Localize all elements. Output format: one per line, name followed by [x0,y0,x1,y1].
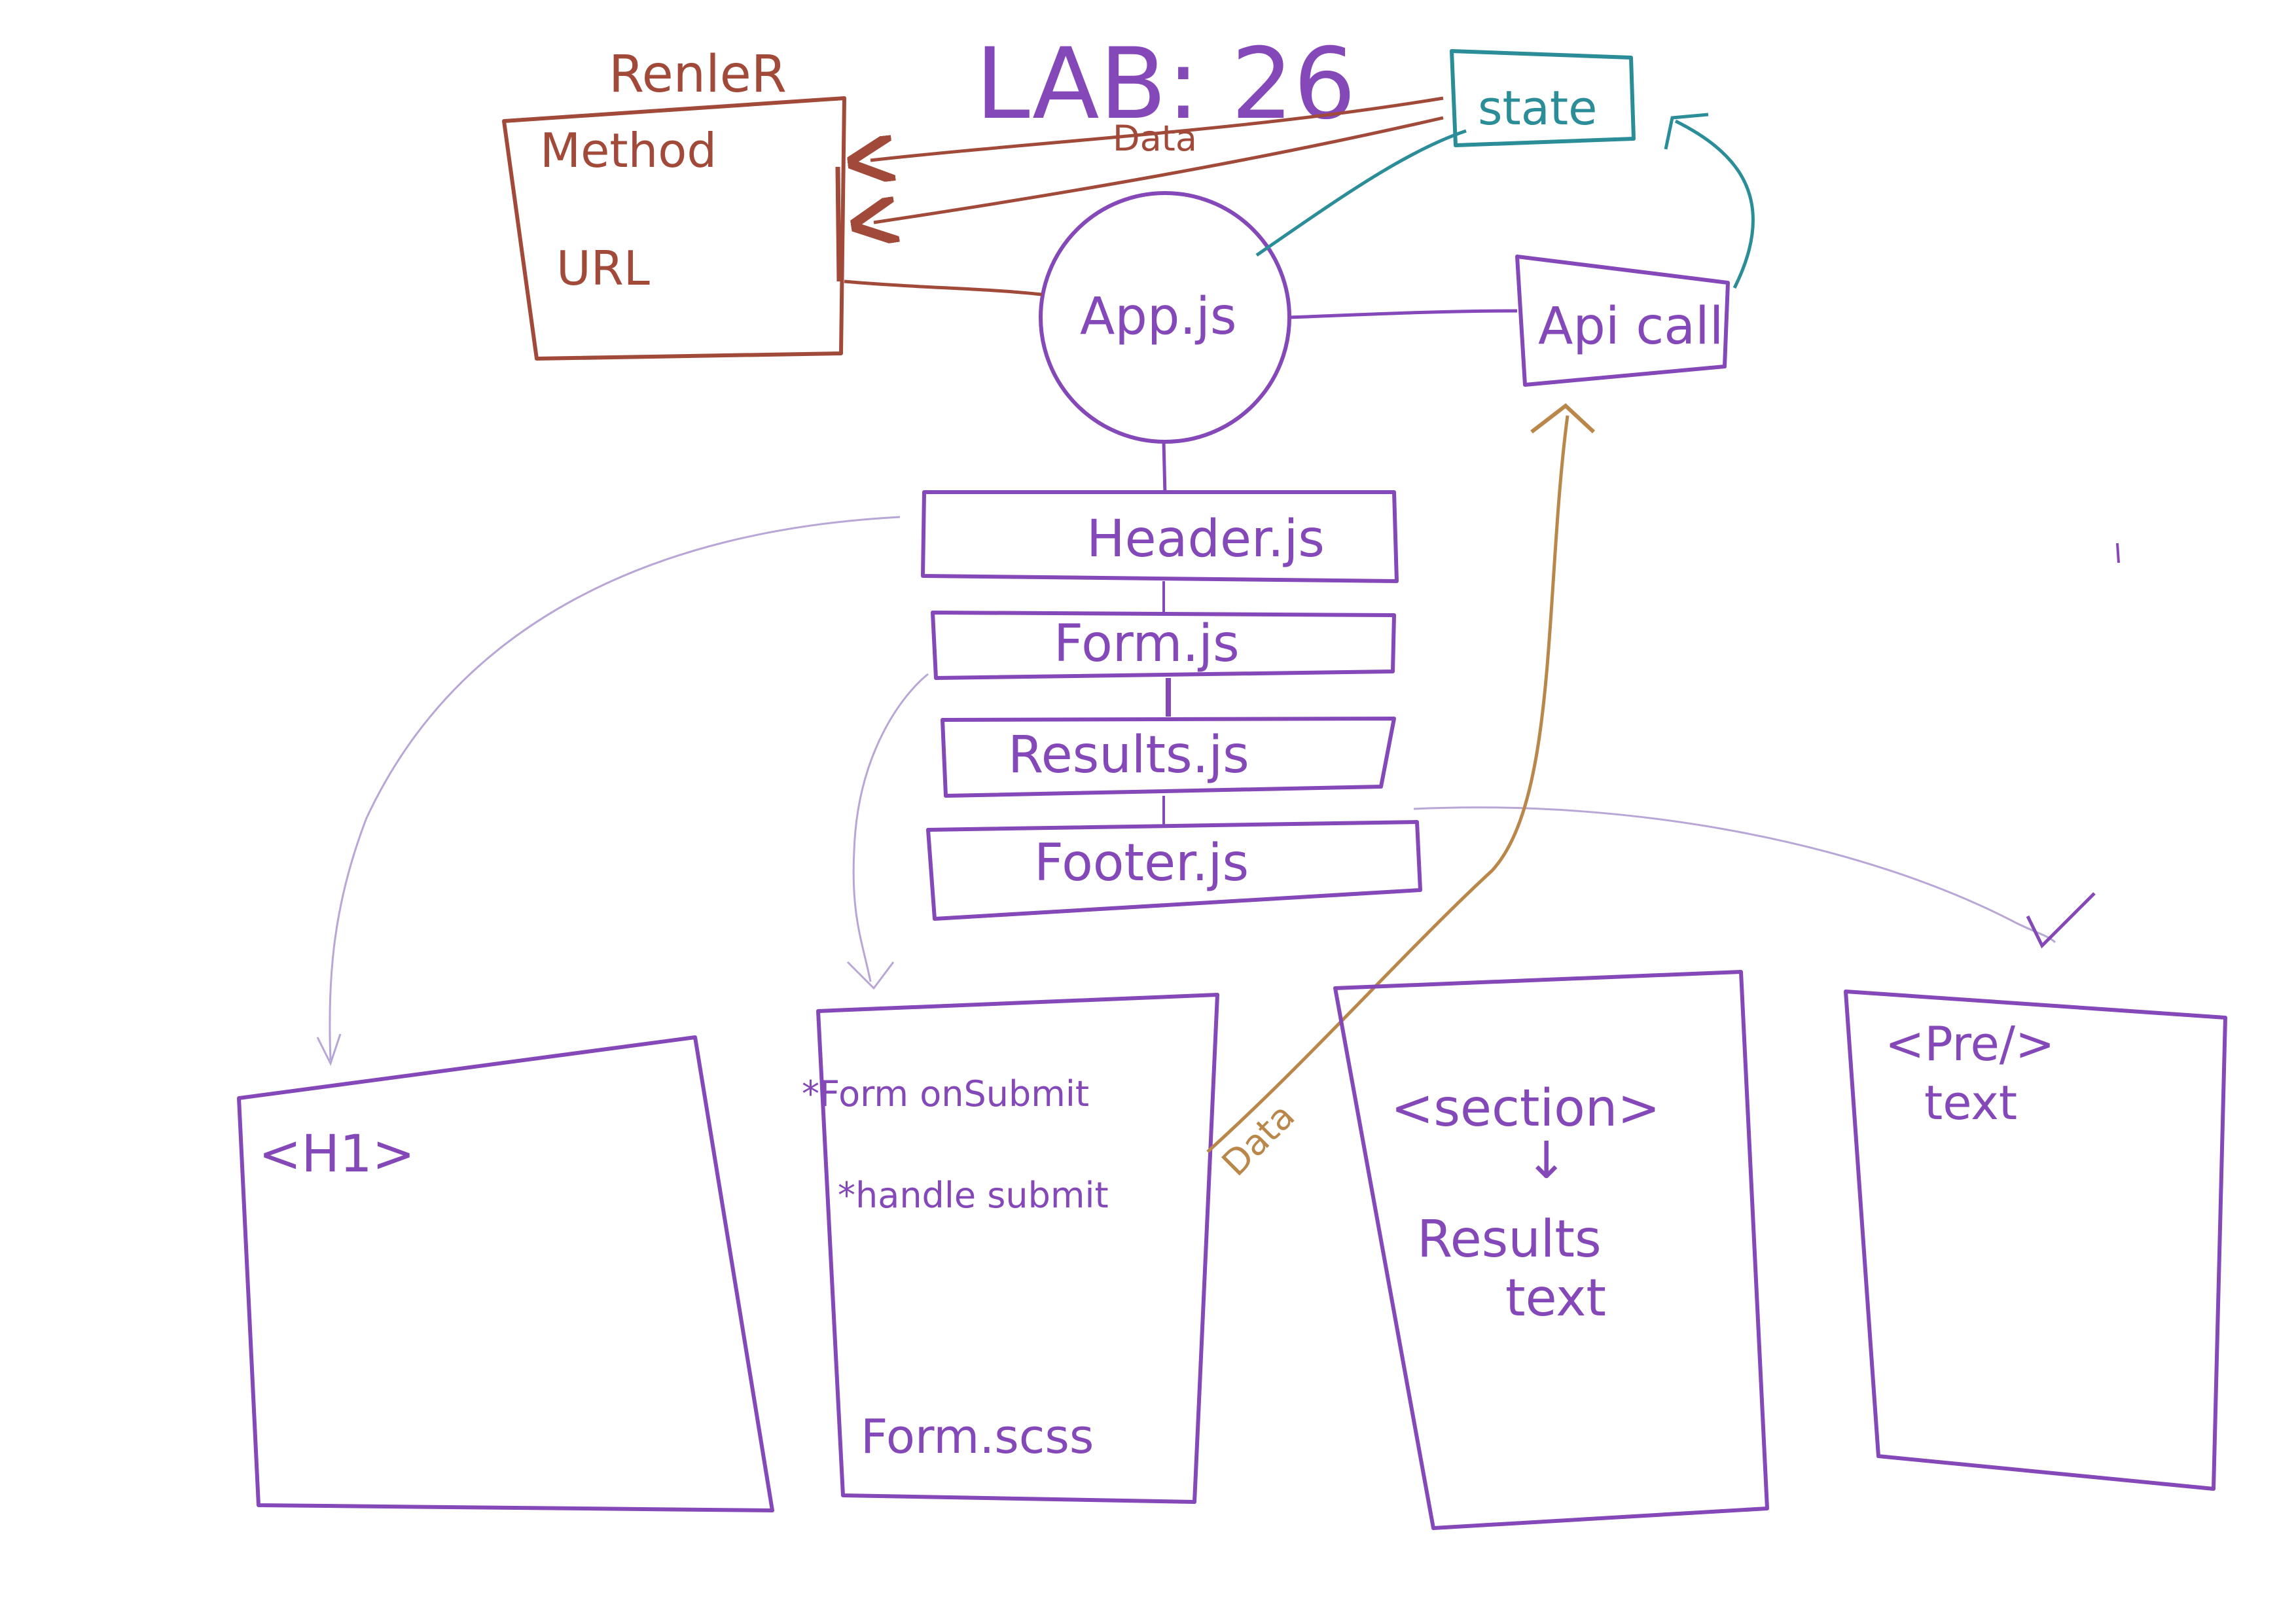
render-box-outline [502,96,846,361]
submit-to-api-arrowhead [1530,403,1596,434]
component-stack: Header.js Form.js Results.js Footer.js [921,490,1422,921]
header-box-text: <H1> [259,1125,415,1184]
component-results-label: Results.js [1008,726,1249,785]
component-footer-label: Footer.js [1034,834,1249,893]
app-node-label: App.js [1080,287,1236,346]
component-results: Results.js [941,717,1396,798]
render-box: RenleR Method URL [502,45,846,361]
app-node: App.js [1039,191,1291,444]
pre-box: <Pre/> text [1844,990,2227,1491]
render-method-label: Method [540,123,717,178]
state-box: state [1450,49,1636,147]
results-to-pre-arrow [1413,806,2056,944]
render-url-label: URL [556,241,650,296]
api-box: Api call [1515,255,1730,387]
header-box: <H1> [237,1035,774,1512]
api-box-outline [1515,255,1730,387]
results-box-line1: <section> [1391,1079,1660,1138]
form-box-footer: Form.scss [861,1409,1094,1464]
results-box-line3: text [1505,1269,1606,1328]
diagram-title: LAB: 26 [975,27,1356,141]
app-to-api-line [1289,309,1518,319]
submit-to-api-arrow [1206,415,1570,1153]
results-box-line2: Results [1417,1210,1602,1269]
render-box-inner-edge [835,166,842,282]
render-to-app-line [844,279,1043,296]
api-box-label: Api call [1538,297,1723,356]
state-label: state [1478,80,1597,135]
render-heading: RenleR [609,45,787,104]
state-to-render-arrow-2 [874,116,1444,223]
component-form-label: Form.js [1054,615,1240,673]
header-to-h1-arrow [329,516,901,1061]
app-to-state-line [1255,129,1467,257]
header-to-h1-arrowhead [316,1033,342,1066]
state-box-outline [1450,49,1636,147]
api-to-state-arrow [1674,119,1755,289]
results-box: <section> ↓ Results text [1333,970,1769,1530]
component-header: Header.js [921,490,1399,583]
app-to-header-line [1162,441,1167,495]
state-to-render-label: Data [1113,118,1197,159]
component-form: Form.js [931,611,1396,680]
submit-to-api-label: Data [1214,1095,1303,1184]
form-box: *Form onSubmit *handle submit Form.scss [802,993,1219,1504]
results-to-pre-arrowhead [2026,892,2096,949]
api-to-state-arrowhead [1664,113,1709,150]
component-header-label: Header.js [1086,510,1325,569]
stray-mark [2116,543,2120,563]
form-box-line1: *Form onSubmit [802,1073,1089,1115]
pre-box-line1: <Pre/> [1885,1016,2054,1071]
form-box-line2: *handle submit [838,1175,1109,1216]
form-to-formbox-arrow [852,673,929,982]
component-footer: Footer.js [926,820,1422,921]
results-box-arrow: ↓ [1525,1132,1568,1190]
state-to-render-arrow-1 [870,96,1444,160]
form-to-formbox-arrowhead [846,961,895,990]
pre-box-line2: text [1924,1075,2017,1130]
